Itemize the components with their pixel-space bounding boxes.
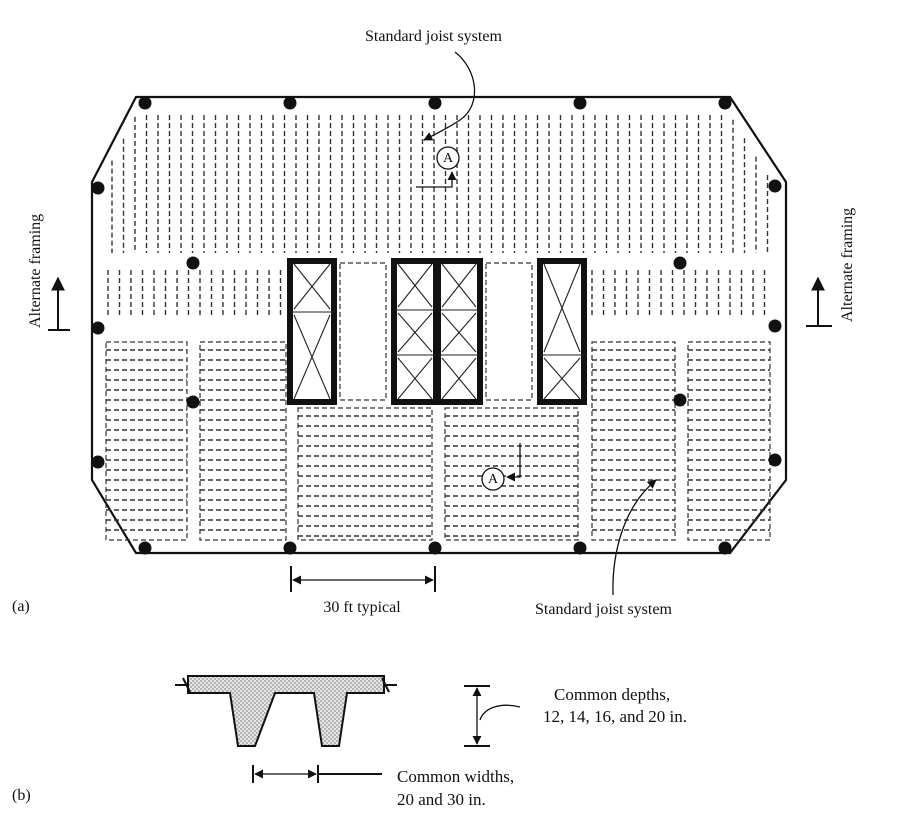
label-standard-joist-bottom: Standard joist system (535, 601, 672, 618)
label-common-widths-line1: Common widths, (397, 767, 514, 786)
elevator-shaft (435, 258, 483, 405)
alternate-framing-right: Alternate framing (806, 208, 856, 327)
joist-bay (444, 407, 579, 541)
label-dimension-30ft: 30 ft typical (323, 599, 401, 616)
label-common-widths-line2: 20 and 30 in. (397, 790, 486, 809)
label-standard-joist-top: Standard joist system (365, 28, 502, 45)
column (283, 541, 297, 555)
column (91, 321, 105, 335)
joist-group-middle-band (107, 270, 766, 318)
joist-bay (591, 341, 676, 541)
section-marker-label: A (488, 472, 499, 487)
column (673, 256, 687, 270)
label-alternate-framing-left: Alternate framing (27, 214, 44, 328)
column (138, 541, 152, 555)
label-part-b: (b) (12, 787, 31, 804)
column (186, 395, 200, 409)
dimension-width (252, 765, 382, 783)
shaft-cross (543, 357, 581, 400)
shaft-cross (397, 357, 433, 400)
column (673, 393, 687, 407)
column (91, 181, 105, 195)
elevator-shaft (287, 258, 337, 405)
column (718, 541, 732, 555)
shaft-cross (397, 312, 433, 353)
column (428, 96, 442, 110)
column (91, 455, 105, 469)
column (768, 453, 782, 467)
label-alternate-framing-right: Alternate framing (839, 208, 856, 322)
shaft-cross (441, 312, 477, 353)
column (768, 319, 782, 333)
shaft-cross (543, 263, 581, 353)
label-common-depths-line2: 12, 14, 16, and 20 in. (543, 707, 687, 726)
shaft-cross (441, 357, 477, 400)
column (573, 541, 587, 555)
column (768, 179, 782, 193)
dimension-30ft: 30 ft typical (290, 566, 436, 616)
label-part-a: (a) (12, 598, 30, 615)
elevator-shaft (391, 258, 439, 405)
elevator-shaft (537, 258, 587, 405)
floor-plan-outline (90, 95, 788, 555)
core-shafts (287, 258, 587, 405)
leader-arrow-bottom (612, 479, 657, 596)
alternate-framing-left: Alternate framing (27, 214, 70, 331)
column (428, 541, 442, 555)
dimension-depth (464, 685, 521, 747)
section-marker-bottom: A (481, 443, 521, 491)
joist-group-top (111, 115, 769, 253)
joist-bay (687, 341, 771, 541)
section-marker-label: A (443, 151, 454, 166)
joist-cross-section (175, 675, 397, 747)
concrete-section (187, 675, 385, 747)
shaft-cross (293, 314, 331, 400)
column (283, 96, 297, 110)
column (718, 96, 732, 110)
joist-bay (199, 341, 287, 541)
shaft-cross (397, 263, 433, 308)
label-common-depths-line1: Common depths, (554, 685, 670, 704)
section-marker-top: A (416, 146, 460, 188)
shaft-cross (441, 263, 477, 308)
joist-bay (105, 341, 188, 541)
column (138, 96, 152, 110)
joist-bay (297, 407, 433, 541)
core-open-bay-1 (339, 262, 387, 401)
core-open-bay-2 (485, 262, 533, 401)
column (573, 96, 587, 110)
columns (91, 96, 782, 555)
joist-group-bottom (105, 341, 771, 541)
column (186, 256, 200, 270)
shaft-cross (293, 263, 331, 310)
leader-arrow-top (423, 51, 476, 141)
